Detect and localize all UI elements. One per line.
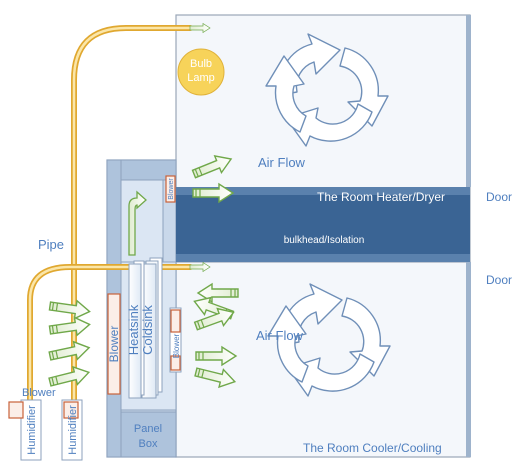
up-flow-arrow	[128, 190, 147, 256]
door-top	[466, 15, 471, 187]
humidifier-1	[8, 399, 42, 461]
room-cooler-label: The Room Cooler/Cooling	[303, 441, 442, 455]
pipes	[27, 25, 193, 457]
door-bottom-label: Door	[486, 273, 512, 287]
blower-right-label: Blower	[172, 333, 181, 358]
bulb-lamp	[177, 48, 225, 96]
coldsink-label: Coldsink	[140, 305, 155, 355]
humidifier-2	[61, 399, 83, 461]
heat-exchanger	[128, 257, 163, 399]
pipe-label: Pipe	[38, 237, 64, 252]
door-bottom	[466, 262, 471, 457]
bulb-lamp-label-1: Bulb	[190, 58, 212, 70]
panel-box-label-2: Box	[139, 438, 158, 450]
blower-right	[169, 307, 182, 373]
blower-top	[165, 175, 176, 203]
bulb-lamp-label-2: Lamp	[187, 72, 215, 84]
bulkhead-label: bulkhead/Isolation	[284, 235, 365, 246]
circulation-arrows-top	[265, 33, 389, 147]
bulkhead	[176, 187, 470, 262]
blower-main	[107, 293, 121, 395]
blower-top-label: Blower	[168, 178, 175, 200]
panel-box-label-1: Panel	[134, 423, 162, 435]
door-top-label: Door	[486, 190, 512, 204]
humidifier-2-label: Humidifier	[67, 405, 79, 455]
blower-main-label: Blower	[107, 326, 121, 363]
circulation-arrows-bottom	[267, 283, 391, 397]
heatsink-label: Heatsink	[126, 304, 141, 355]
air-flow-top-label: Air Flow	[258, 155, 306, 170]
blower-outside-label: Blower	[22, 387, 56, 399]
air-flow-bottom-label: Air Flow	[256, 328, 304, 343]
enclosure-upper-chamber	[120, 179, 164, 265]
humidifier-1-label: Humidifier	[26, 405, 38, 455]
panel-box	[120, 411, 177, 458]
room-heater-label: The Room Heater/Dryer	[317, 190, 445, 204]
